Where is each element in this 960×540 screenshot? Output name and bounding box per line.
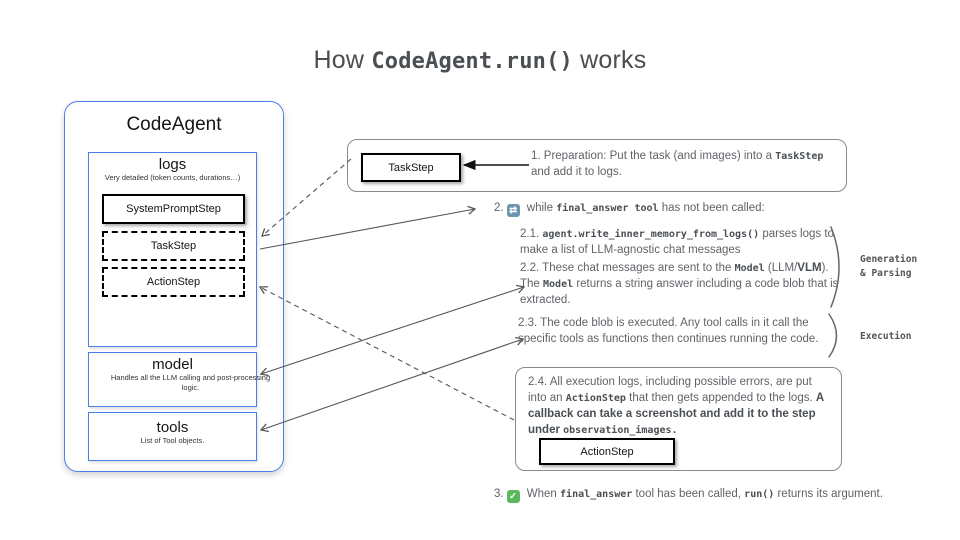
logs-box: logs Very detailed (token counts, durati…	[88, 152, 257, 347]
connector-taskstep-to-step2	[259, 205, 477, 250]
tools-subtitle: List of Tool objects.	[140, 436, 205, 445]
systempromptstep-chip: SystemPromptStep	[102, 194, 245, 224]
step22-text: 2.2. These chat messages are sent to the…	[520, 262, 839, 306]
actionstep-label: ActionStep	[146, 276, 201, 288]
logs-title: logs	[158, 156, 187, 173]
taskstep-label: TaskStep	[150, 240, 197, 252]
tools-box: tools List of Tool objects.	[88, 412, 257, 461]
taskstep-chip: TaskStep	[102, 231, 245, 261]
tools-title: tools	[156, 419, 189, 436]
step1-text: 1. Preparation: Put the task (and images…	[531, 150, 824, 178]
actionstep-chip: ActionStep	[102, 267, 245, 297]
step1-taskstep-label: TaskStep	[388, 161, 434, 174]
connector-model-step22	[259, 284, 526, 377]
model-box: model Handles all the LLM calling and po…	[88, 352, 270, 407]
check-icon: ✓	[506, 490, 520, 503]
step24-actionstep-label: ActionStep	[580, 445, 634, 458]
logs-subtitle: Very detailed (token counts, durations…)	[104, 173, 241, 182]
step1-box: TaskStep 1. Preparation: Put the task (a…	[347, 139, 847, 192]
execution-label: Execution	[860, 331, 912, 342]
connector-step24-to-actionstep	[258, 286, 515, 421]
title-pre: How	[313, 46, 372, 74]
step23-text: 2.3. The code blob is executed. Any tool…	[518, 317, 819, 345]
title-code: CodeAgent.run()	[371, 49, 573, 74]
systempromptstep-label: SystemPromptStep	[126, 203, 221, 215]
step3-line: 3.✓ When final_answer tool has been call…	[494, 488, 883, 503]
step24-box: 2.4. All execution logs, including possi…	[515, 367, 842, 471]
step2-line: 2.⇄ while final_answer tool has not been…	[494, 202, 765, 217]
model-title: model	[152, 356, 193, 373]
codeagent-container: CodeAgent logs Very detailed (token coun…	[64, 101, 284, 472]
step1-taskstep-chip: TaskStep	[361, 153, 461, 182]
model-subtitle: Handles all the LLM calling and post-pro…	[110, 373, 271, 393]
step24-text: 2.4. All execution logs, including possi…	[528, 376, 824, 436]
page-title: How CodeAgent.run() works	[0, 46, 960, 75]
step24-actionstep-chip: ActionStep	[539, 438, 675, 465]
step21-text: 2.1. agent.write_inner_memory_from_logs(…	[520, 228, 834, 256]
title-post: works	[573, 46, 647, 74]
codeagent-title: CodeAgent	[126, 114, 222, 135]
connector-tools-step23	[259, 336, 525, 433]
loop-icon: ⇄	[506, 204, 520, 217]
generation-parsing-label: Generation & Parsing	[860, 254, 918, 280]
